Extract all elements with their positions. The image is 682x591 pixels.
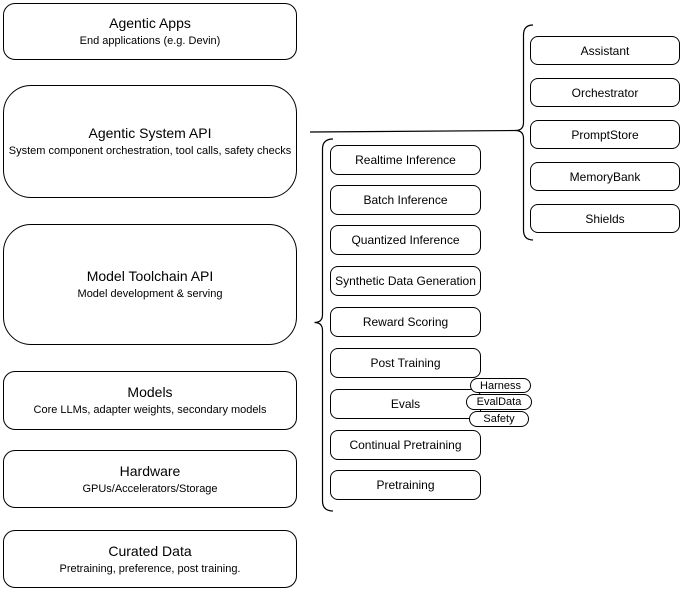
node-promptstore: PromptStore [530, 120, 680, 149]
tag-safety: Safety [469, 411, 529, 427]
node-models: Models Core LLMs, adapter weights, secon… [3, 371, 297, 430]
node-title: Model Toolchain API [86, 268, 214, 284]
node-batch-inference: Batch Inference [330, 185, 481, 215]
node-label: Synthetic Data Generation [335, 274, 476, 288]
node-agentic-system-api: Agentic System API System component orch… [3, 85, 297, 198]
node-pretraining: Pretraining [330, 470, 481, 500]
tag-label: Harness [480, 379, 521, 392]
node-title: Agentic System API [88, 125, 212, 141]
node-label: Quantized Inference [351, 233, 460, 247]
node-label: Continual Pretraining [349, 438, 462, 452]
tag-harness: Harness [470, 378, 531, 393]
node-label: MemoryBank [569, 169, 641, 184]
node-quantized-inference: Quantized Inference [330, 225, 481, 255]
node-curated-data: Curated Data Pretraining, preference, po… [3, 530, 297, 588]
tag-label: Safety [483, 413, 515, 425]
node-continual-pretraining: Continual Pretraining [330, 430, 481, 460]
node-shields: Shields [530, 204, 680, 233]
node-model-toolchain-api: Model Toolchain API Model development & … [3, 224, 297, 345]
node-reward-scoring: Reward Scoring [330, 307, 481, 337]
node-title: Hardware [119, 462, 181, 479]
node-label: Assistant [580, 43, 630, 58]
node-assistant: Assistant [530, 36, 680, 65]
node-subtitle: Core LLMs, adapter weights, secondary mo… [33, 404, 267, 416]
tag-label: EvalData [476, 396, 522, 408]
node-hardware: Hardware GPUs/Accelerators/Storage [3, 450, 297, 508]
node-label: Pretraining [376, 478, 435, 492]
node-title: Agentic Apps [109, 15, 191, 31]
node-subtitle: Model development & serving [77, 288, 223, 300]
node-orchestrator: Orchestrator [530, 78, 680, 107]
node-label: Evals [390, 397, 421, 411]
node-subtitle: End applications (e.g. Devin) [79, 35, 221, 47]
node-evals: Evals [330, 389, 481, 419]
tag-evaldata: EvalData [466, 394, 532, 410]
node-subtitle: GPUs/Accelerators/Storage [82, 482, 218, 495]
node-label: Orchestrator [571, 85, 639, 100]
node-label: Realtime Inference [355, 153, 456, 167]
node-memorybank: MemoryBank [530, 162, 680, 191]
node-agentic-apps: Agentic Apps End applications (e.g. Devi… [3, 3, 297, 60]
node-label: PromptStore [571, 127, 639, 142]
node-subtitle: Pretraining, preference, post training. [59, 562, 241, 575]
node-title: Models [127, 384, 173, 400]
node-synthetic-data-generation: Synthetic Data Generation [330, 266, 481, 296]
node-label: Reward Scoring [362, 315, 449, 329]
node-post-training: Post Training [330, 348, 481, 378]
node-label: Post Training [370, 356, 441, 370]
node-label: Batch Inference [363, 193, 448, 207]
node-label: Shields [585, 211, 625, 226]
node-subtitle: System component orchestration, tool cal… [8, 145, 292, 157]
system-api-connector-line [309, 129, 516, 133]
node-title: Curated Data [108, 542, 192, 559]
node-realtime-inference: Realtime Inference [330, 145, 481, 175]
